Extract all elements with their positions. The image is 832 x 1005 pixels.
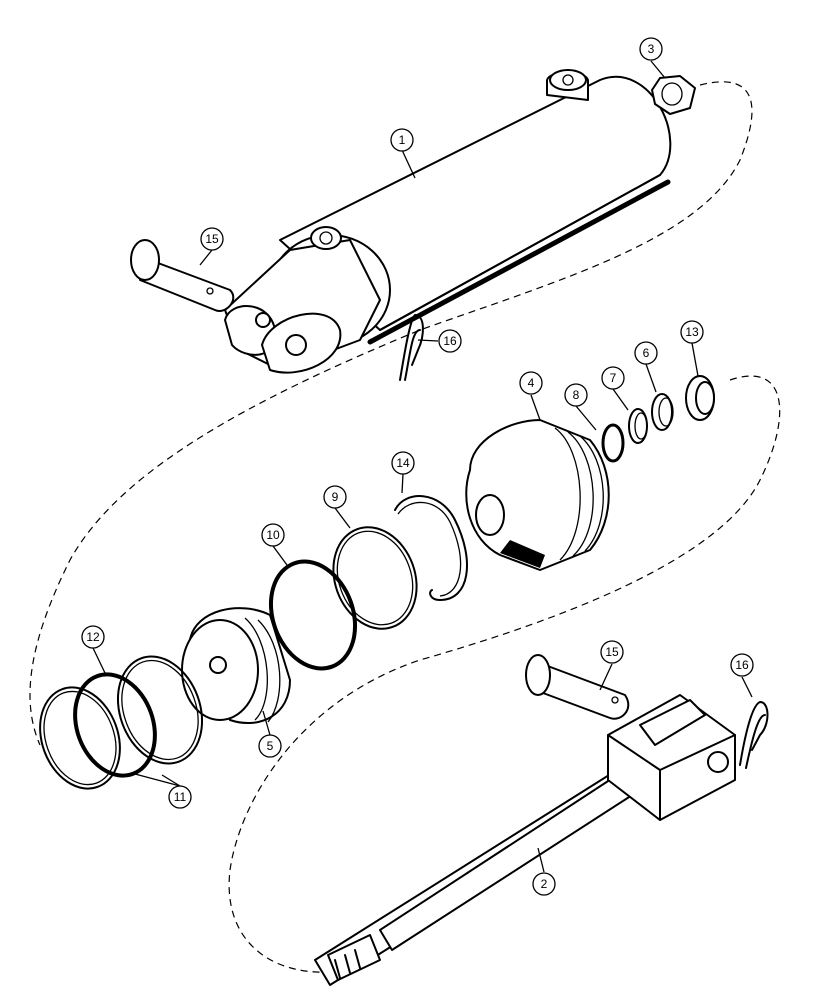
callout-8: 8 [564, 383, 588, 407]
svg-text:16: 16 [735, 658, 749, 672]
seal-rings-upper [601, 375, 715, 463]
callout-5: 5 [258, 734, 282, 758]
callout-14: 14 [391, 451, 415, 475]
callout-9: 9 [323, 485, 347, 509]
svg-text:12: 12 [86, 630, 100, 644]
svg-text:11: 11 [174, 790, 187, 804]
svg-text:4: 4 [528, 376, 535, 390]
clevis-pin-lower [525, 654, 630, 720]
snap-ring [394, 495, 468, 601]
svg-text:6: 6 [643, 346, 650, 360]
svg-text:7: 7 [610, 371, 617, 385]
callout-10: 10 [261, 523, 285, 547]
svg-text:9: 9 [332, 490, 339, 504]
callout-16-lower: 16 [730, 653, 754, 677]
assembly-path-lines [29, 81, 781, 973]
clevis-pin-upper [130, 239, 235, 312]
svg-text:8: 8 [573, 388, 580, 402]
callout-6: 6 [634, 341, 658, 365]
callout-12: 12 [81, 625, 105, 649]
backup-ring [332, 526, 418, 630]
callout-7: 7 [601, 366, 625, 390]
cotter-pin-lower [739, 701, 769, 769]
callout-1: 1 [390, 128, 414, 152]
piston-rings [39, 655, 204, 790]
nut [651, 75, 696, 115]
callout-15-upper: 15 [200, 227, 224, 251]
callout-3: 3 [639, 37, 663, 61]
svg-text:1: 1 [399, 133, 406, 147]
piston-rod [314, 694, 736, 986]
callout-2: 2 [532, 872, 556, 896]
o-ring [268, 559, 358, 671]
svg-text:5: 5 [267, 739, 274, 753]
svg-text:14: 14 [396, 456, 410, 470]
svg-text:13: 13 [685, 325, 699, 339]
svg-text:2: 2 [541, 877, 548, 891]
svg-text:10: 10 [266, 528, 280, 542]
svg-text:15: 15 [605, 645, 619, 659]
callout-11: 11 [168, 785, 192, 809]
svg-text:15: 15 [205, 232, 219, 246]
svg-text:16: 16 [443, 334, 457, 348]
piston [181, 607, 291, 725]
cylinder-barrel [224, 69, 672, 374]
callout-13: 13 [680, 320, 704, 344]
gland [465, 419, 610, 571]
leader-lines [92, 60, 753, 873]
callout-4: 4 [519, 371, 543, 395]
callout-15-lower: 15 [600, 640, 624, 664]
callout-16-upper: 16 [438, 329, 462, 353]
svg-text:3: 3 [648, 42, 655, 56]
